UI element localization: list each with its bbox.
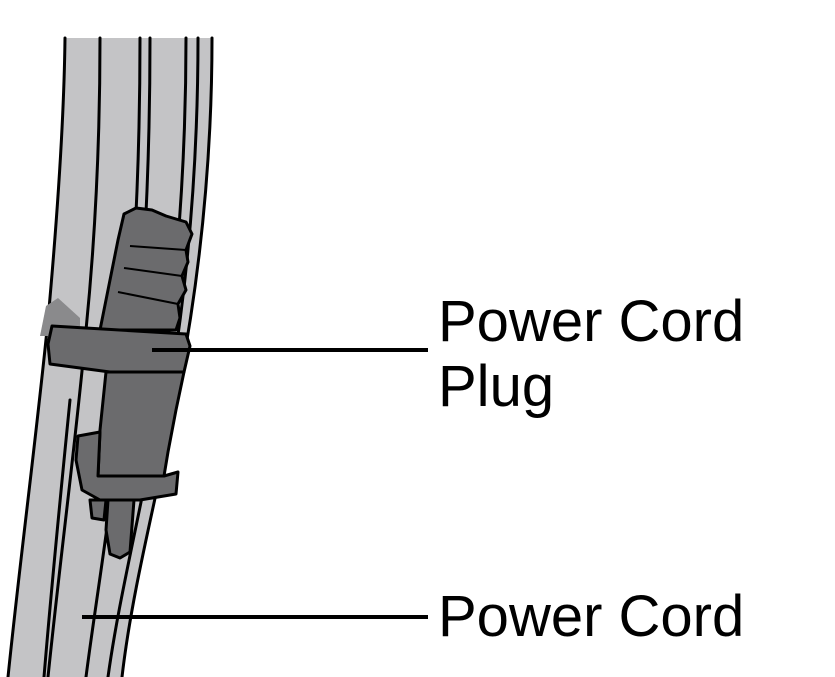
- plug-body-upper: [98, 206, 194, 332]
- wire-line: [42, 398, 72, 677]
- plug-collar: [74, 430, 180, 502]
- plug-prong-tip: [88, 498, 108, 522]
- wire-line: [84, 518, 110, 677]
- plug-body-lower: [96, 370, 186, 478]
- power-cord-plug: [40, 206, 194, 560]
- plug-label-line2: Plug: [438, 354, 554, 419]
- cord-label: Power Cord: [438, 584, 744, 649]
- plug-label-line1: Power Cord: [438, 289, 744, 354]
- plug-prong: [104, 498, 136, 560]
- plug-groove: [117, 245, 187, 305]
